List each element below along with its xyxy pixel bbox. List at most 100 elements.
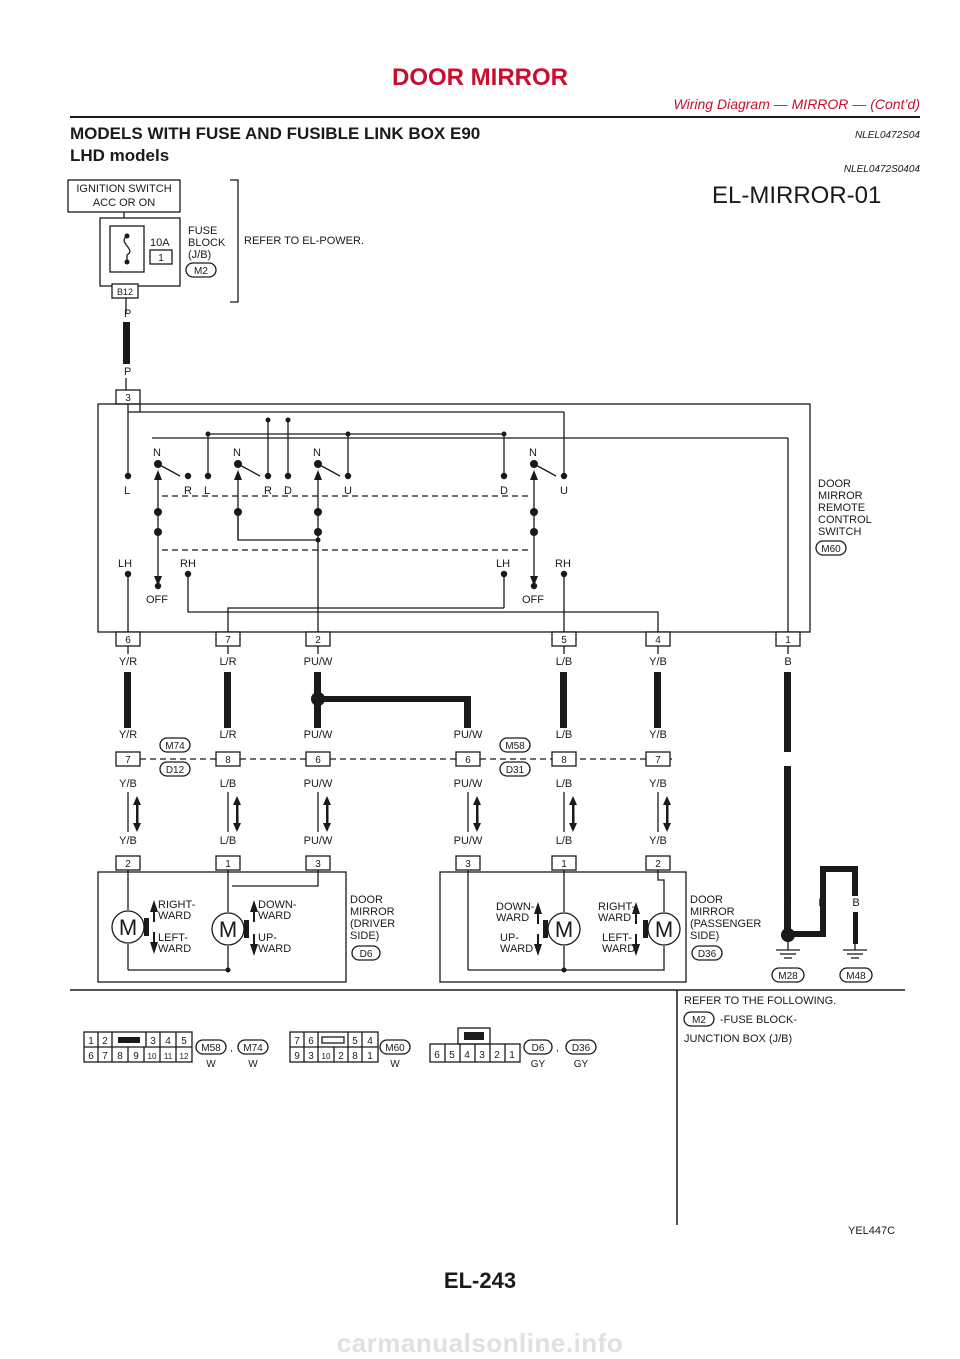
- header-rule: [70, 116, 920, 118]
- ground-wiring: [784, 866, 858, 944]
- fuse-holder: [109, 225, 145, 273]
- contact-off-1: OFF: [146, 594, 168, 606]
- fuse-block-label-3: (J/B): [188, 249, 211, 261]
- c2-pin-9: 9: [294, 1051, 300, 1062]
- fuse-block-label-1: FUSE: [188, 225, 217, 237]
- contact-rh-2: RH: [555, 558, 571, 570]
- ground-symbol-m48: [843, 949, 867, 959]
- ground-m48: M48: [846, 971, 866, 982]
- rj-pin-8: 8: [561, 755, 567, 766]
- switch-name-3: REMOTE: [818, 502, 865, 514]
- c3-pin-5: 5: [449, 1050, 455, 1061]
- c1-pin-3: 3: [150, 1036, 156, 1047]
- lj-upper-1: Y/R: [119, 729, 137, 741]
- ground-symbol-m28: [776, 949, 800, 959]
- contact-row-1: [124, 460, 568, 480]
- c1-pin-8: 8: [117, 1051, 123, 1062]
- section-code: NLEL0472S04: [854, 130, 920, 141]
- passenger-mirror-box: [439, 871, 687, 983]
- mr-wire-2: L/B: [556, 835, 573, 847]
- rj-lower-3: Y/B: [649, 778, 667, 790]
- c3-name-d36: D36: [572, 1043, 591, 1054]
- c1-pin-7: 7: [102, 1051, 108, 1062]
- lj-upper-3: PU/W: [304, 729, 333, 741]
- drv-name-2: MIRROR: [350, 906, 395, 918]
- connector-m60: [289, 1031, 379, 1063]
- switch-pin-5: 5: [561, 635, 567, 646]
- c2-pin-3: 3: [308, 1051, 314, 1062]
- rj-upper-3: Y/B: [649, 729, 667, 741]
- rj-conn-bottom: D31: [506, 765, 525, 776]
- c1-pin-9: 9: [133, 1051, 139, 1062]
- c1-name-m74: M74: [243, 1043, 263, 1054]
- pas-name-4: SIDE): [690, 930, 719, 942]
- c3-pin-1: 1: [509, 1050, 515, 1061]
- pas-m1-dn-1: UP-: [500, 932, 519, 944]
- switch-terminal-3: 3: [125, 393, 131, 404]
- fuse-number: 1: [158, 253, 164, 264]
- watermark: carmanualsonline.info: [336, 1328, 624, 1358]
- drv-name-3: (DRIVER: [350, 918, 395, 930]
- ml-wire-2: L/B: [220, 835, 237, 847]
- switch-pins: [115, 631, 801, 647]
- c1-color-1: W: [206, 1059, 216, 1070]
- rj-pin-7: 7: [655, 755, 661, 766]
- pas-m1-up-1: DOWN-: [496, 901, 535, 913]
- wire-lr-top: L/R: [219, 656, 236, 668]
- contact-l-2: L: [204, 485, 210, 497]
- drv-m2-dn-1: UP-: [258, 932, 277, 944]
- subsection-code: NLEL0472S0404: [843, 164, 920, 175]
- pas-name-2: MIRROR: [690, 906, 735, 918]
- ground-m28: M28: [778, 971, 798, 982]
- fuse-block-box: [99, 217, 181, 287]
- contact-u-2: U: [560, 485, 568, 497]
- drv-m2-up-1: DOWN-: [258, 899, 297, 911]
- contact-l-1: L: [124, 485, 130, 497]
- c2-pin-2: 2: [338, 1051, 344, 1062]
- drv-m2-up-2: WARD: [258, 910, 291, 922]
- switch-name-1: DOOR: [818, 478, 851, 490]
- c3-pin-2: 2: [494, 1050, 500, 1061]
- contact-r-2: R: [264, 485, 272, 497]
- refer-desc-2: JUNCTION BOX (J/B): [684, 1033, 792, 1045]
- contact-d-2: D: [500, 485, 508, 497]
- ml-wire-3: PU/W: [304, 835, 333, 847]
- wire-b-top: B: [784, 656, 791, 668]
- c3-name-d6: D6: [532, 1043, 545, 1054]
- figure-code: YEL447C: [848, 1225, 895, 1237]
- pas-m1-dn-2: WARD: [500, 943, 533, 955]
- wire-p-bottom: P: [124, 366, 131, 378]
- c1-pin-12: 12: [180, 1052, 189, 1061]
- refer-power-text: REFER TO EL-POWER.: [244, 235, 364, 247]
- drv-m1-up-1: RIGHT-: [158, 899, 196, 911]
- c1-pin-1: 1: [88, 1036, 94, 1047]
- mr-wire-1: PU/W: [454, 835, 483, 847]
- contact-n-4: N: [529, 447, 537, 459]
- mr-wire-3: Y/B: [649, 835, 667, 847]
- c2-pin-5: 5: [352, 1036, 358, 1047]
- c2-color: W: [390, 1059, 400, 1070]
- c2-pin-4: 4: [367, 1036, 373, 1047]
- lj-upper-2: L/R: [219, 729, 236, 741]
- ml-pin-1: 1: [225, 859, 231, 870]
- lj-pin-7: 7: [125, 755, 131, 766]
- wire-p-bold: [123, 322, 130, 364]
- pas-m2-up-1: RIGHT-: [598, 901, 636, 913]
- section-title: MODELS WITH FUSE AND FUSIBLE LINK BOX E9…: [70, 124, 481, 143]
- lj-pin-6: 6: [315, 755, 321, 766]
- diagram-id: EL-MIRROR-01: [712, 182, 881, 209]
- contact-d-1: D: [284, 485, 292, 497]
- wire-p-top: P: [124, 308, 131, 320]
- c3-pin-6: 6: [434, 1050, 440, 1061]
- pas-m2-dn-1: LEFT-: [602, 932, 632, 944]
- c1-pin-10: 10: [148, 1052, 157, 1061]
- contact-off-2: OFF: [522, 594, 544, 606]
- ground-wire-1: B: [784, 897, 791, 909]
- fuse-terminal: B12: [117, 287, 133, 297]
- drv-conn-label: D6: [360, 949, 373, 960]
- ground-wire-3: B: [852, 897, 859, 909]
- c3-color-2: GY: [574, 1059, 589, 1070]
- wire-yb-top: Y/B: [649, 656, 667, 668]
- c2-pin-6: 6: [308, 1036, 314, 1047]
